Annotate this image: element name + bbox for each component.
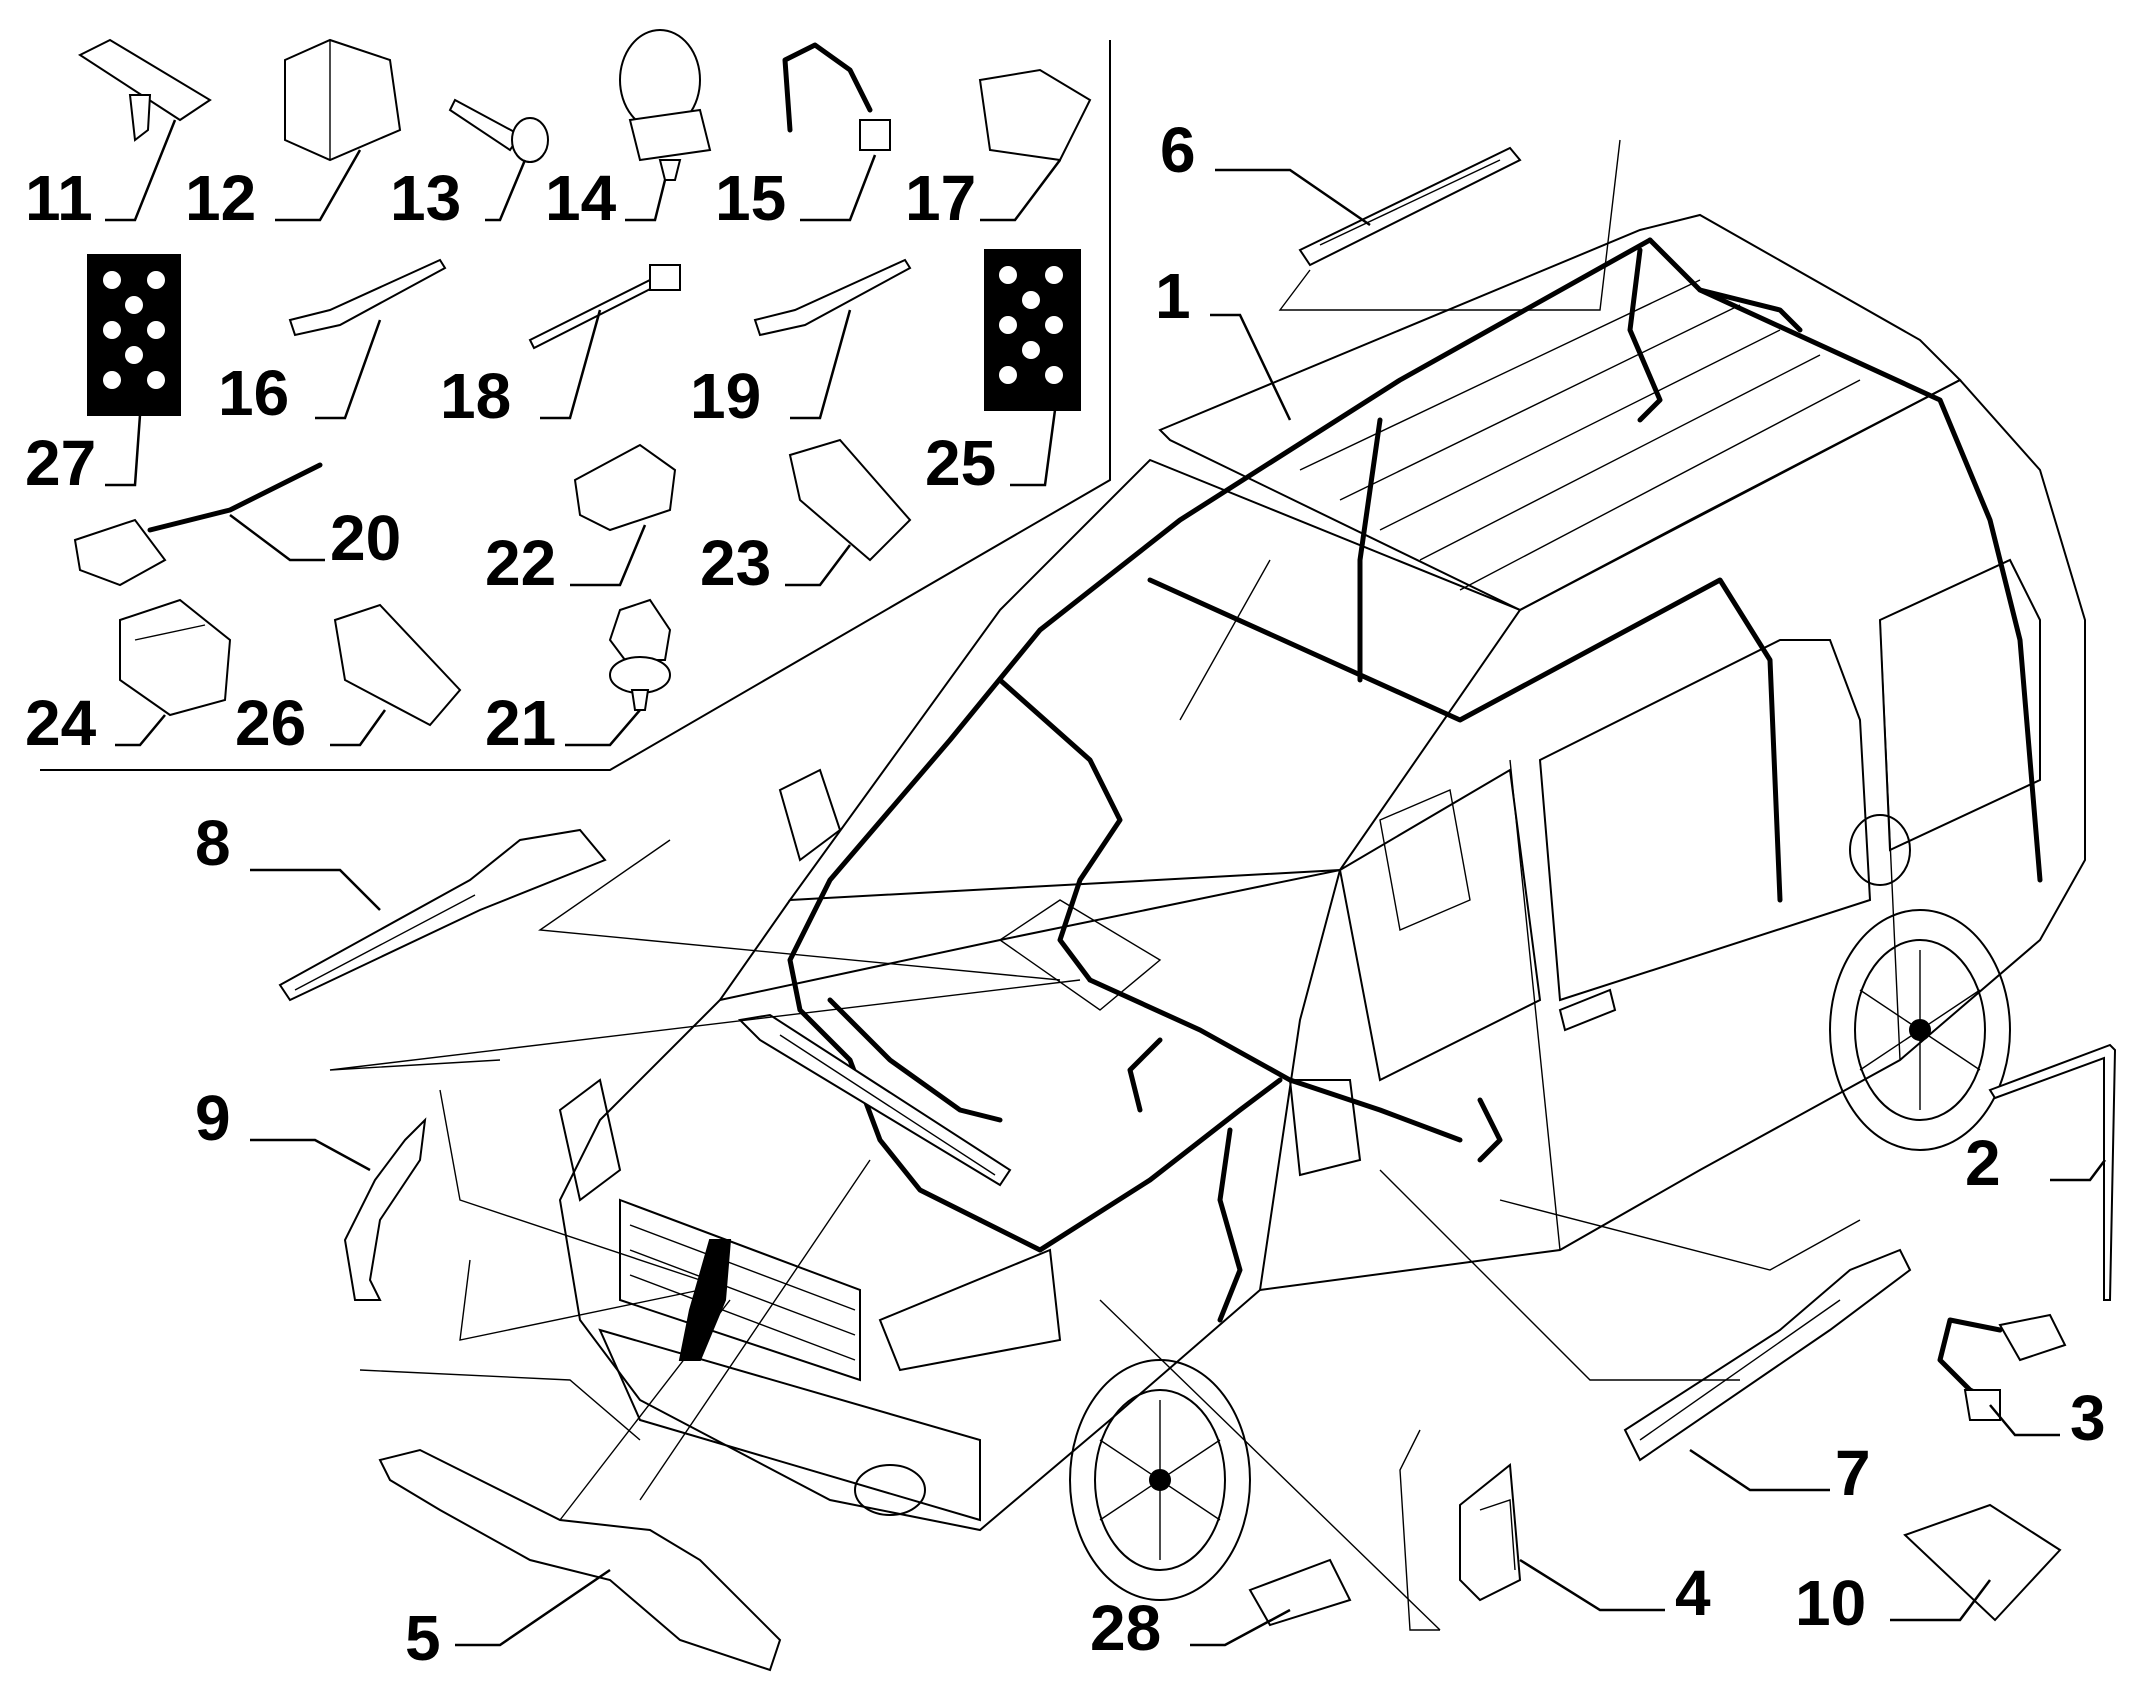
part-27-perforated-pad <box>87 254 181 416</box>
callout-27: 27 <box>25 427 96 499</box>
part-21-ring-clip <box>608 598 672 711</box>
callout-18: 18 <box>440 360 511 432</box>
callout-23: 23 <box>700 527 771 599</box>
part-13-screw <box>448 98 549 163</box>
callout-7: 7 <box>1835 1437 1871 1509</box>
callout-3: 3 <box>2070 1382 2106 1454</box>
part-2-rod <box>1988 1043 2117 1301</box>
callout-16: 16 <box>218 357 289 429</box>
part-20-wire-connector <box>73 462 323 587</box>
part-3-connector <box>1937 1313 2067 1421</box>
callout-6: 6 <box>1160 114 1196 186</box>
callout-12: 12 <box>185 162 256 234</box>
part-17-clip <box>978 68 1092 162</box>
part-23-clip <box>788 438 912 562</box>
callout-24: 24 <box>25 687 97 759</box>
part-12-box-clip <box>284 38 402 162</box>
leader-lines <box>105 119 2106 1647</box>
part-7-rail-bracket <box>1623 1248 1912 1462</box>
part-28-pad <box>1248 1558 1352 1627</box>
part-24-connector <box>119 598 232 717</box>
callout-15: 15 <box>715 162 786 234</box>
callout-28: 28 <box>1090 1592 1161 1664</box>
callout-11: 11 <box>25 162 93 234</box>
callout-10: 10 <box>1795 1567 1866 1639</box>
small-parts-inset-border <box>40 40 1111 771</box>
callout-21: 21 <box>485 687 556 759</box>
callout-13: 13 <box>390 162 461 234</box>
callout-25: 25 <box>925 427 996 499</box>
part-10-foam-pad <box>1903 1503 2062 1622</box>
callout-numbers: 11 12 13 14 15 17 16 18 19 27 25 20 22 2… <box>25 114 2106 1674</box>
grille-connector-harness <box>678 1239 732 1361</box>
part-26-clip <box>333 603 462 727</box>
part-11-push-clip <box>77 38 212 142</box>
part-19-tie-strap <box>753 258 912 337</box>
callout-4: 4 <box>1675 1557 1711 1629</box>
callout-17: 17 <box>905 162 976 234</box>
callout-26: 26 <box>235 687 306 759</box>
part-18-cable-tie <box>528 264 681 350</box>
callout-5: 5 <box>405 1602 441 1674</box>
part-22-connector <box>573 443 677 532</box>
callout-19: 19 <box>690 360 761 432</box>
callout-14: 14 <box>545 162 617 234</box>
callout-2: 2 <box>1965 1127 2001 1199</box>
part-15-wire-plug <box>782 42 891 151</box>
vehicle-outline <box>558 213 2086 1601</box>
part-8-long-bracket <box>278 828 607 1002</box>
callout-8: 8 <box>195 807 231 879</box>
part-4-box-bracket <box>1459 1463 1522 1602</box>
callout-1: 1 <box>1155 260 1191 332</box>
callout-22: 22 <box>485 527 556 599</box>
part-16-tie-strap <box>288 258 447 337</box>
callout-9: 9 <box>195 1082 231 1154</box>
callout-20: 20 <box>330 502 401 574</box>
part-6-roof-channel <box>1298 146 1522 267</box>
part-9-curved-trim <box>343 1117 427 1301</box>
part-14-strap-clip <box>619 29 712 181</box>
cowl-grid <box>737 1013 1012 1187</box>
main-wiring-harness <box>787 237 2043 1323</box>
part-25-perforated-pad <box>984 249 1081 411</box>
